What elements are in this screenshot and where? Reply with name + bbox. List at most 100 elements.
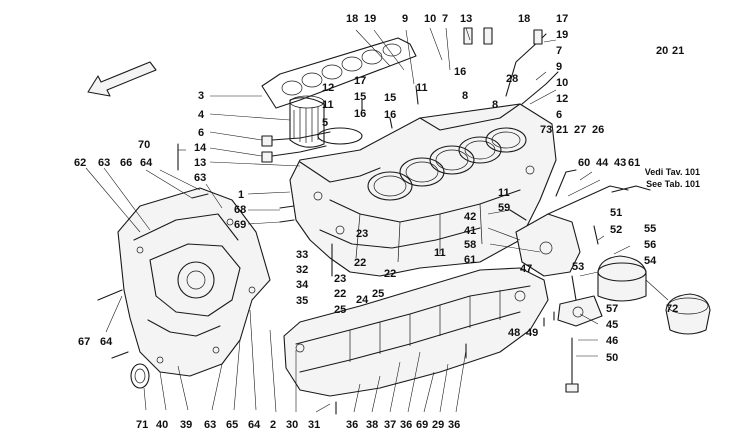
callout-label: 25: [372, 288, 384, 300]
callout-label: 42: [464, 211, 476, 223]
callout-label: 22: [334, 288, 346, 300]
oil-sump: [283, 267, 549, 397]
callout-label: 5: [322, 117, 328, 129]
callout-label: 56: [644, 239, 656, 251]
callout-label: 19: [364, 13, 376, 25]
callout-label: 30: [286, 419, 298, 431]
callout-label: 64: [140, 157, 153, 169]
reference-note-line2: See Tab. 101: [646, 179, 700, 189]
oil-filter-cartridge: [289, 95, 363, 148]
callout-label: 53: [572, 261, 584, 273]
callout-label: 17: [556, 13, 568, 25]
callout-label: 6: [556, 109, 562, 121]
callout-label: 15: [384, 92, 396, 104]
callout-label: 21: [672, 45, 684, 57]
callout-label: 48: [508, 327, 520, 339]
pump-cap: [665, 293, 711, 335]
callout-label: 69: [234, 219, 246, 231]
callout-label: 22: [354, 257, 366, 269]
callout-label: 32: [296, 264, 308, 276]
callout-label: 36: [346, 419, 358, 431]
callout-label: 49: [526, 327, 538, 339]
callout-label: 18: [518, 13, 530, 25]
callout-label: 45: [606, 319, 618, 331]
callout-label: 16: [454, 66, 466, 78]
callout-label: 69: [416, 419, 428, 431]
callout-label: 13: [460, 13, 472, 25]
callout-label: 58: [464, 239, 476, 251]
callout-label: 7: [442, 13, 448, 25]
callout-label: 26: [592, 124, 604, 136]
callout-label: 61: [628, 157, 640, 169]
reference-note: Vedi Tav. 101 See Tab. 101: [645, 167, 700, 189]
callout-label: 9: [402, 13, 408, 25]
oil-seal-ring: [130, 363, 150, 389]
direction-arrow-icon: [87, 61, 157, 97]
callout-label: 21: [556, 124, 568, 136]
callout-label: 63: [194, 172, 206, 184]
callout-label: 23: [334, 273, 346, 285]
callout-label: 8: [462, 90, 468, 102]
callout-label: 6: [198, 127, 204, 139]
callout-label: 1: [238, 189, 244, 201]
callout-label: 3: [198, 90, 204, 102]
callout-label: 38: [366, 419, 378, 431]
callout-label: 28: [506, 73, 518, 85]
callout-label: 64: [100, 336, 113, 348]
oil-pump: [557, 255, 647, 393]
callout-label: 72: [666, 303, 678, 315]
callout-label: 57: [606, 303, 618, 315]
callout-label: 13: [194, 157, 206, 169]
callout-label: 4: [198, 109, 205, 121]
callout-label: 11: [498, 187, 510, 199]
callout-label: 61: [464, 254, 476, 266]
callout-label: 15: [354, 91, 366, 103]
callout-label: 64: [248, 419, 261, 431]
callout-label: 37: [384, 419, 396, 431]
pump-bracket: [515, 185, 629, 277]
callout-label: 23: [356, 228, 368, 240]
callout-label: 8: [492, 99, 498, 111]
callout-label: 34: [296, 279, 309, 291]
callout-label: 22: [384, 268, 396, 280]
callout-label: 65: [226, 419, 238, 431]
callout-label: 10: [424, 13, 436, 25]
callout-label: 16: [354, 108, 366, 120]
callout-label: 10: [556, 77, 568, 89]
callout-label: 16: [384, 109, 396, 121]
callout-label: 11: [434, 247, 446, 259]
callout-label: 29: [432, 419, 444, 431]
callout-label: 46: [606, 335, 618, 347]
callout-label: 41: [464, 225, 476, 237]
bolts: [97, 85, 599, 415]
callout-label: 14: [194, 142, 207, 154]
callout-label: 52: [610, 224, 622, 236]
callout-label: 31: [308, 419, 320, 431]
callout-label: 36: [400, 419, 412, 431]
engine-block: [289, 103, 557, 277]
callout-label: 63: [204, 419, 216, 431]
callout-label: 25: [334, 304, 346, 316]
callout-label: 11: [416, 82, 428, 94]
callout-label: 17: [354, 75, 366, 87]
callout-label: 51: [610, 207, 622, 219]
callout-label: 20: [656, 45, 668, 57]
callout-label: 73: [540, 124, 552, 136]
callout-label: 35: [296, 295, 308, 307]
callout-label: 24: [356, 294, 369, 306]
callout-label: 70: [138, 139, 150, 151]
callout-label: 50: [606, 352, 618, 364]
callout-label: 60: [578, 157, 590, 169]
callout-label: 71: [136, 419, 148, 431]
sensors: [261, 27, 543, 163]
callout-labels: 18 19 9 10 7 13 18 17 19 7 9 10 12 6 20 …: [74, 13, 684, 431]
callout-label: 12: [556, 93, 568, 105]
callout-label: 19: [556, 29, 568, 41]
callout-label: 40: [156, 419, 168, 431]
breather-tubes: [505, 33, 651, 197]
callout-label: 62: [74, 157, 86, 169]
callout-label: 43: [614, 157, 626, 169]
callout-label: 11: [322, 99, 334, 111]
callout-label: 39: [180, 419, 192, 431]
callout-label: 55: [644, 223, 656, 235]
